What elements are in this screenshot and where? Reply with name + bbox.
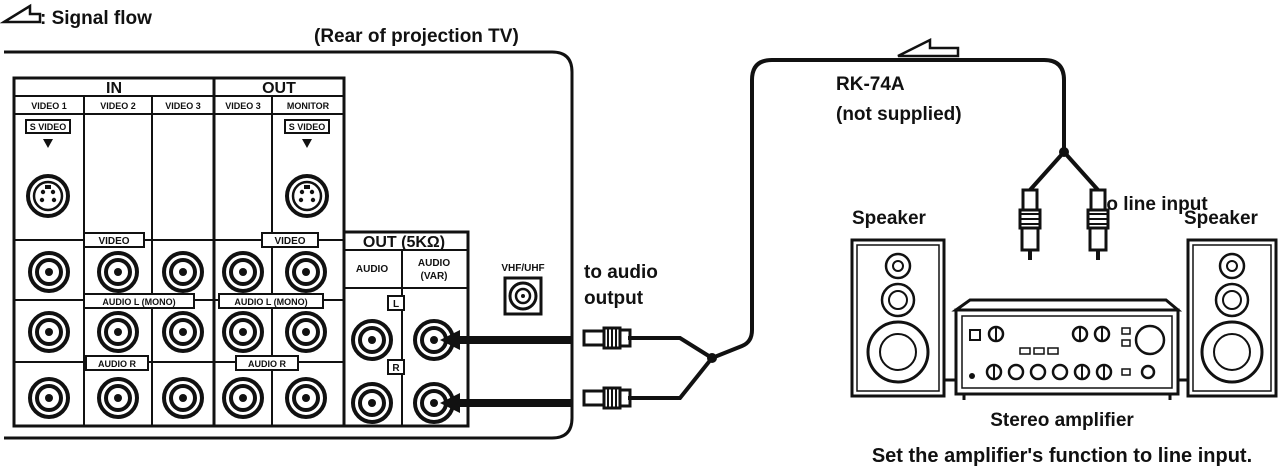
audio-l-mono-label-in: AUDIO L (MONO) [102, 297, 175, 307]
rca-jack-icon [28, 377, 70, 419]
channel-l-label: L [393, 299, 399, 310]
s-video-jack-icon [26, 174, 70, 218]
audio-var-label-line2: (VAR) [420, 271, 447, 282]
audio-r-label-out: AUDIO R [248, 359, 287, 369]
speaker-left-label: Speaker [852, 208, 927, 229]
column-monitor: MONITOR [287, 101, 330, 111]
out-header: OUT [262, 80, 296, 97]
tv-rear-title: (Rear of projection TV) [314, 26, 519, 47]
input-output-grid: IN OUT VIDEO 1 VIDEO 2 VIDEO 3 VIDEO 3 M… [12, 76, 346, 428]
video-row-label-in: VIDEO [98, 236, 129, 247]
speaker-right-label: Speaker [1184, 208, 1259, 229]
audio-r-label-in: AUDIO R [98, 359, 137, 369]
cable-model: RK-74A [836, 74, 905, 95]
amplifier-instruction: Set the amplifier's function to line inp… [872, 445, 1252, 467]
audio-column-label: AUDIO [356, 264, 388, 275]
rca-jack-icon [97, 311, 139, 353]
signal-arrows [440, 330, 572, 413]
audio-out-section: OUT (5KΩ) AUDIO AUDIO (VAR) L R [342, 230, 470, 428]
rca-jack-icon [97, 251, 139, 293]
audio-var-label-line1: AUDIO [418, 258, 450, 269]
rca-plug-icon [1018, 188, 1042, 262]
rca-jack-icon [28, 251, 70, 293]
rca-plug-icon [582, 386, 632, 410]
cable-note: (not supplied) [836, 104, 962, 125]
video-row-label-out: VIDEO [274, 236, 305, 247]
speaker-icon [850, 238, 946, 398]
rca-jack-icon [351, 382, 393, 424]
tv-rear-panel [4, 50, 574, 440]
channel-r-label: R [392, 363, 400, 374]
rca-jack-icon [222, 377, 264, 419]
rca-plug-icon [582, 326, 632, 350]
rca-jack-icon [97, 377, 139, 419]
rca-jack-icon [28, 311, 70, 353]
signal-flow-arrow-icon [0, 3, 42, 24]
column-video-3-in: VIDEO 3 [165, 101, 201, 111]
rca-jack-icon [162, 251, 204, 293]
rca-plug-icon [1086, 188, 1110, 262]
s-video-label-in: S VIDEO [30, 122, 67, 132]
coax-jack-icon [503, 276, 543, 316]
rca-jack-icon [222, 311, 264, 353]
rca-jack-icon [351, 319, 393, 361]
rca-jack-icon [162, 311, 204, 353]
column-video-1: VIDEO 1 [31, 101, 67, 111]
s-video-jack-icon [285, 174, 329, 218]
rca-jack-icon [285, 311, 327, 353]
in-header: IN [106, 80, 122, 97]
rca-jack-icon [285, 251, 327, 293]
vhf-uhf-label: VHF/UHF [501, 263, 544, 274]
column-video-2: VIDEO 2 [100, 101, 136, 111]
rca-jack-icon [285, 377, 327, 419]
rca-jack-icon [222, 251, 264, 293]
out-5k-header: OUT (5KΩ) [363, 234, 445, 251]
rk-74a-cable [628, 58, 1100, 400]
s-video-label-out: S VIDEO [289, 122, 326, 132]
signal-flow-legend: : Signal flow [0, 3, 152, 29]
signal-flow-arrow-icon [897, 37, 960, 58]
amplifier-icon [951, 298, 1183, 400]
column-video-3-out: VIDEO 3 [225, 101, 261, 111]
speaker-icon [1186, 238, 1278, 398]
to-line-input: to line input [1100, 194, 1208, 215]
rca-jack-icon [162, 377, 204, 419]
signal-flow-label: : Signal flow [40, 8, 152, 29]
amplifier-label: Stereo amplifier [990, 410, 1134, 431]
to-audio-output-line2: output [584, 288, 644, 309]
to-audio-output-line1: to audio [584, 262, 658, 283]
audio-l-mono-label-out: AUDIO L (MONO) [234, 297, 307, 307]
